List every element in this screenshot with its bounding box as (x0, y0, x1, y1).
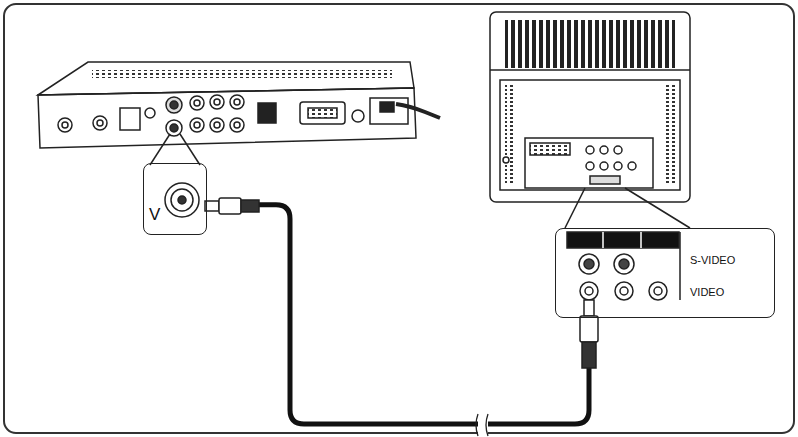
cable-break (476, 414, 488, 436)
video-plug (580, 300, 598, 368)
av-panel (567, 232, 680, 300)
rca-jack (165, 183, 199, 217)
set-top-box (38, 62, 440, 165)
jack-label: S-VIDEO (690, 255, 735, 266)
television (490, 12, 690, 228)
callout-box: S-VIDEO VIDEO (555, 228, 775, 318)
jack-label: V (149, 206, 160, 223)
jack-label: VIDEO (690, 287, 724, 298)
frame (4, 4, 794, 433)
video-cable (207, 205, 589, 424)
callout-box: V (143, 163, 207, 235)
video-plug (205, 198, 259, 214)
